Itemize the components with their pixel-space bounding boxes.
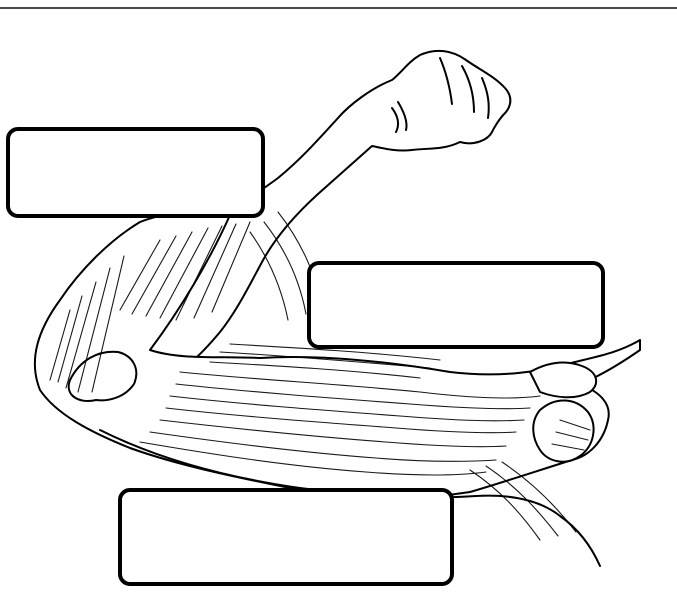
humerus-end (533, 400, 593, 461)
shoulder-tendon (530, 363, 596, 398)
label-box-middle[interactable] (307, 261, 605, 349)
label-box-lower[interactable] (118, 488, 454, 586)
label-box-upper[interactable] (6, 127, 265, 218)
